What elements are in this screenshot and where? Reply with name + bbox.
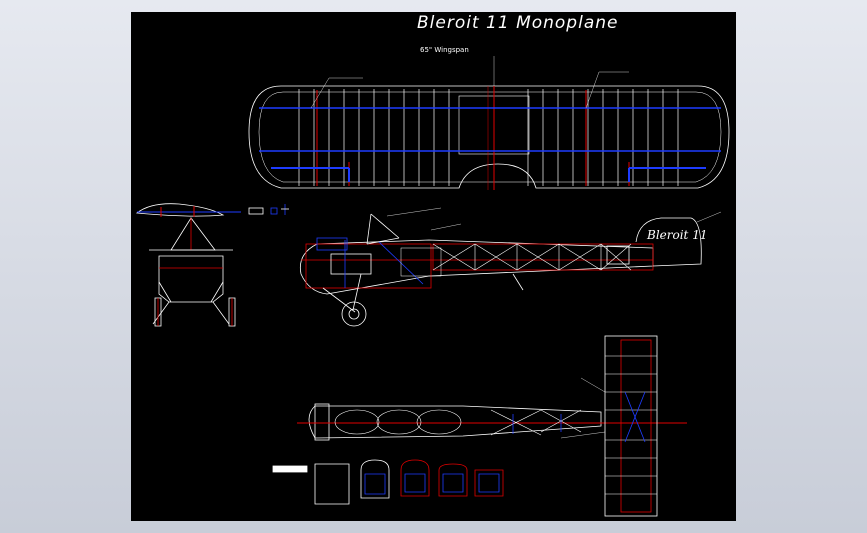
airfoil-section [135,203,289,217]
side-view [299,207,722,327]
former-templates [272,459,504,505]
wing-plan-view [248,56,730,190]
blueprint-drawing [135,56,730,517]
wingspan-note: 65" Wingspan [420,46,469,54]
drawing-title: Bleroit 11 Monoplane [417,13,619,33]
front-view [149,217,236,327]
fuselage-lettering: Bleroit 11 [647,228,708,242]
top-view [297,335,687,517]
cad-drawing-canvas[interactable]: Bleroit 11 Monoplane 65" Wingspan Bleroi… [131,12,736,521]
